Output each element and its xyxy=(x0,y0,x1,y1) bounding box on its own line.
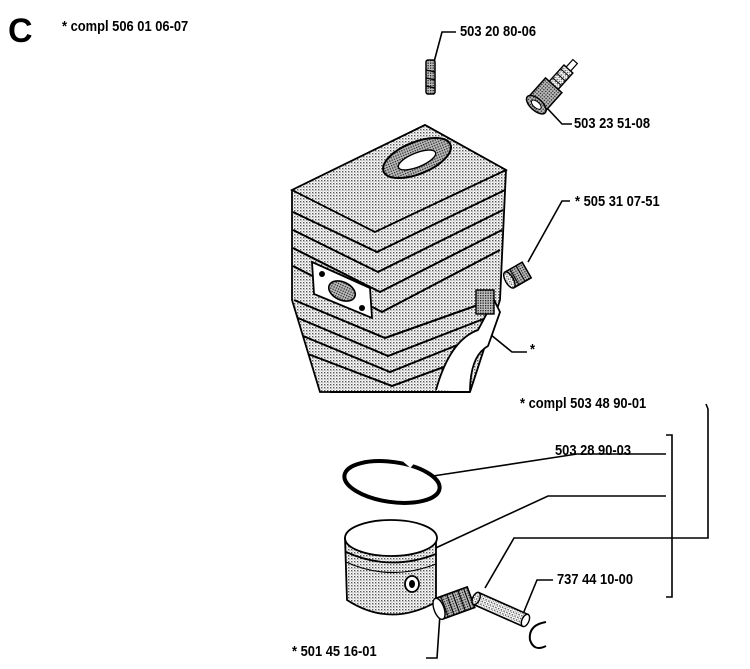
circlip-part xyxy=(528,621,547,649)
label-needle-bearing[interactable]: * 501 45 16-01 xyxy=(292,643,377,660)
section-letter: C xyxy=(8,12,33,50)
leader-screw xyxy=(433,31,456,63)
leader-clip xyxy=(522,579,553,615)
leader-pin xyxy=(484,537,663,589)
spark-plug-part xyxy=(525,58,579,115)
label-cylinder-mark[interactable]: * xyxy=(530,341,536,358)
nut-part xyxy=(502,261,533,289)
cylinder-part xyxy=(289,123,508,393)
label-nut[interactable]: * 505 31 07-51 xyxy=(575,193,660,210)
leader-ring-bracket xyxy=(666,434,673,598)
screw-part xyxy=(425,59,436,95)
label-pin-clip[interactable]: 737 44 10-00 xyxy=(557,571,634,588)
leader-piston xyxy=(426,495,666,553)
needle-bearing-part xyxy=(432,585,476,621)
leader-lines xyxy=(426,31,709,659)
assembly-label: * compl 506 01 06-07 xyxy=(62,18,189,35)
label-piston-kit[interactable]: * compl 503 48 90-01 xyxy=(520,395,647,412)
piston-pin-part xyxy=(471,591,531,628)
piston-ring-part xyxy=(342,458,442,505)
leader-kit-bracket xyxy=(663,403,709,539)
label-screw[interactable]: 503 20 80-06 xyxy=(460,23,537,40)
label-spark-plug[interactable]: 503 23 51-08 xyxy=(574,115,651,132)
leader-spark-plug xyxy=(546,107,572,125)
leader-ring xyxy=(432,453,666,477)
leader-nut xyxy=(527,200,570,263)
leader-bearing xyxy=(426,613,441,659)
piston-part xyxy=(344,519,438,616)
